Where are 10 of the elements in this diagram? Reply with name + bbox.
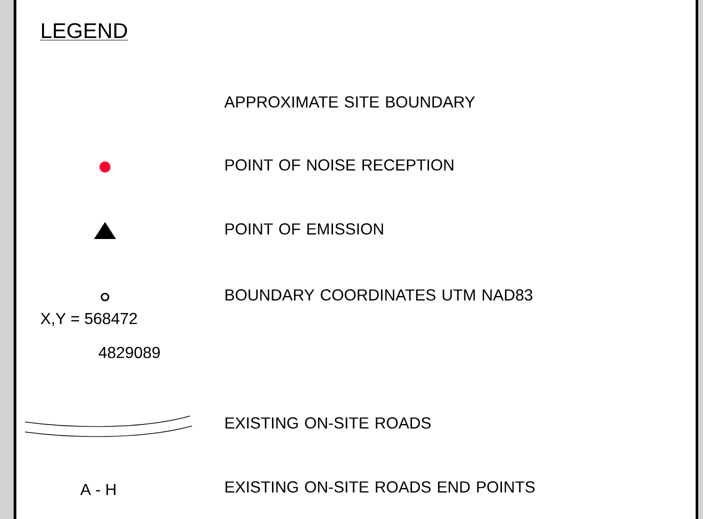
legend-text: EXISTING ON-SITE ROADS — [226, 417, 431, 429]
legend-title: LEGEND — [40, 23, 128, 40]
legend-text: APPROXIMATE SITE BOUNDARY — [224, 96, 475, 108]
legend-text: BOUNDARY COORDINATES UTM NAD83 — [226, 289, 532, 301]
end-point-label: A - H — [80, 484, 116, 495]
legend-text: POINT OF EMISSION — [226, 223, 383, 235]
legend-text: EXISTING ON-SITE ROADS END POINTS — [226, 481, 535, 493]
coordinate-label: X,Y = 568472 — [40, 312, 137, 326]
legend-text: POINT OF NOISE RECEPTION — [226, 159, 454, 171]
coordinate-label: 4829089 — [98, 346, 160, 358]
